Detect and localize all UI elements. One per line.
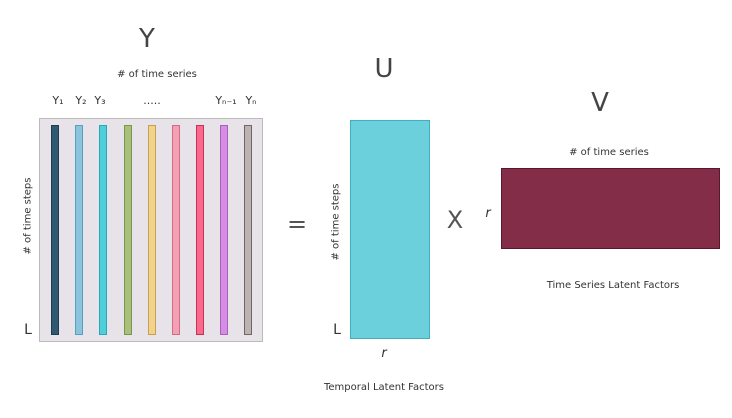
series-bar xyxy=(99,125,107,335)
v-top-label: # of time series xyxy=(569,147,649,158)
u-bottom-label: L xyxy=(333,322,341,338)
series-label: ..... xyxy=(143,94,161,107)
series-bar xyxy=(124,125,132,335)
times-sign: X xyxy=(446,206,464,234)
v-rank-label: r xyxy=(485,206,491,221)
series-bar xyxy=(75,125,83,335)
series-label: Y₁ xyxy=(52,94,64,107)
v-matrix xyxy=(501,168,720,249)
u-matrix-title: U xyxy=(374,54,394,84)
series-bar xyxy=(220,125,228,335)
series-bar xyxy=(51,125,59,335)
series-bar xyxy=(148,125,156,335)
u-side-label: # of time steps xyxy=(330,183,342,261)
u-matrix xyxy=(350,120,430,339)
u-rank-label: r xyxy=(381,346,387,361)
series-label: Y₂ xyxy=(75,94,87,107)
y-side-label: # of time steps xyxy=(22,177,34,255)
y-bottom-label: L xyxy=(24,322,32,338)
series-bar xyxy=(244,125,252,335)
series-bar xyxy=(196,125,204,335)
y-matrix-title: Y xyxy=(139,24,155,54)
v-matrix-title: V xyxy=(591,88,609,118)
series-bar xyxy=(172,125,180,335)
y-top-label: # of time series xyxy=(117,69,197,80)
series-label: Yₙ xyxy=(245,94,257,107)
series-label: Y₃ xyxy=(94,94,106,107)
series-label: Yₙ₋₁ xyxy=(215,94,237,107)
v-caption: Time Series Latent Factors xyxy=(546,280,680,291)
equals-sign: = xyxy=(286,210,308,238)
u-caption: Temporal Latent Factors xyxy=(324,382,444,393)
